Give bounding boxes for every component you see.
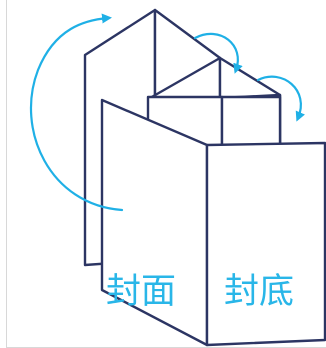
front-panels [100, 98, 326, 347]
frame-left-line [6, 0, 7, 348]
fold-arrows [29, 13, 305, 212]
back-cover-label: 封底 [224, 272, 294, 312]
back-cover-panel [205, 141, 326, 347]
front-cover-label: 封面 [106, 272, 176, 312]
large-fold-arrow [29, 13, 124, 212]
small-fold-arrow-1 [193, 32, 243, 74]
small-fold-arrow-2 [256, 75, 305, 122]
